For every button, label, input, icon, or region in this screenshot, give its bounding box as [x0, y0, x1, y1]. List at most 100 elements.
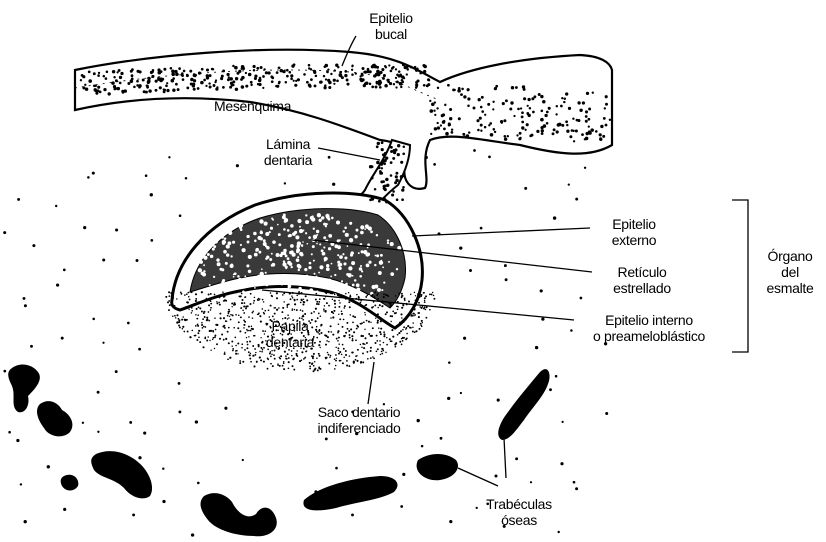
stipple-dot: [604, 107, 606, 109]
stipple-dot: [605, 95, 608, 98]
stipple-dot: [334, 303, 336, 305]
stipple-dot: [242, 248, 246, 252]
stipple-dot: [381, 348, 383, 350]
stipple-dot: [390, 242, 394, 246]
stipple-dot: [390, 174, 393, 177]
stipple-dot: [530, 481, 532, 483]
stipple-dot: [180, 291, 182, 293]
stipple-dot: [336, 79, 339, 82]
stipple-dot: [222, 291, 224, 293]
stipple-dot: [291, 266, 293, 268]
stipple-dot: [237, 275, 240, 278]
stipple-dot: [246, 341, 248, 343]
stipple-dot: [235, 345, 237, 347]
stipple-dot: [191, 307, 193, 309]
stipple-dot: [223, 250, 227, 254]
stipple-dot: [516, 134, 518, 136]
stipple-dot: [397, 334, 399, 336]
stipple-dot: [309, 366, 311, 368]
stipple-dot: [306, 81, 309, 84]
stipple-dot: [403, 77, 405, 79]
stipple-dot: [276, 297, 278, 299]
stipple-dot: [297, 289, 299, 291]
stipple-dot: [166, 82, 168, 84]
stipple-dot: [278, 67, 280, 69]
stipple-dot: [92, 318, 95, 321]
stipple-dot: [261, 351, 263, 353]
stipple-dot: [201, 272, 205, 276]
stipple-dot: [602, 135, 605, 138]
stipple-dot: [183, 331, 185, 333]
stipple-dot: [228, 225, 231, 228]
stipple-dot: [210, 300, 212, 302]
stipple-dot: [272, 365, 274, 367]
stipple-dot: [275, 85, 278, 88]
stipple-dot: [307, 243, 309, 245]
stipple-dot: [182, 328, 183, 329]
stipple-dot: [334, 306, 336, 308]
stipple-dot: [210, 309, 212, 311]
stipple-dot: [331, 217, 334, 220]
stipple-dot: [399, 322, 401, 324]
stipple-dot: [429, 309, 431, 311]
stipple-dot: [533, 95, 536, 98]
stipple-dot: [584, 138, 586, 140]
stipple-dot: [208, 320, 210, 322]
stipple-dot: [173, 305, 175, 307]
stipple-dot: [290, 298, 292, 300]
stipple-dot: [195, 325, 197, 327]
stipple-dot: [253, 300, 255, 302]
stipple-dot: [351, 73, 354, 76]
stipple-dot: [276, 309, 278, 311]
stipple-dot: [353, 362, 355, 364]
stipple-dot: [147, 81, 150, 84]
stipple-dot: [93, 72, 96, 75]
stipple-dot: [264, 275, 268, 279]
stipple-dot: [412, 330, 414, 332]
stipple-dot: [328, 279, 332, 283]
stipple-dot: [365, 314, 366, 315]
stipple-dot: [194, 303, 196, 305]
stipple-dot: [436, 107, 438, 109]
stipple-dot: [460, 93, 463, 96]
stipple-dot: [209, 284, 211, 286]
stipple-dot: [193, 79, 196, 82]
stipple-dot: [265, 298, 267, 300]
stipple-dot: [186, 293, 188, 295]
stipple-dot: [253, 232, 257, 236]
stipple-dot: [341, 313, 343, 315]
stipple-dot: [232, 350, 234, 352]
stipple-dot: [157, 68, 160, 71]
stipple-dot: [168, 300, 170, 302]
stipple-dot: [379, 331, 381, 333]
label-line: Trabéculas: [474, 496, 564, 512]
stipple-dot: [283, 301, 285, 303]
stipple-dot: [191, 310, 193, 312]
stipple-dot: [205, 85, 207, 87]
stipple-dot: [380, 328, 382, 330]
stipple-dot: [561, 97, 563, 99]
stipple-dot: [204, 337, 206, 339]
stipple-dot: [305, 214, 307, 216]
stipple-dot: [369, 70, 372, 73]
stipple-dot: [344, 74, 347, 77]
stipple-dot: [209, 298, 211, 300]
stipple-dot: [300, 309, 302, 311]
stipple-dot: [294, 309, 295, 310]
stipple-dot: [349, 334, 351, 336]
stipple-dot: [246, 347, 248, 349]
stipple-dot: [605, 412, 608, 415]
stipple-dot: [227, 358, 229, 360]
stipple-dot: [460, 392, 462, 394]
stipple-dot: [370, 357, 372, 359]
stipple-dot: [263, 242, 267, 246]
stipple-dot: [434, 101, 436, 103]
stipple-dot: [210, 303, 212, 305]
stipple-dot: [328, 354, 330, 356]
stipple-dot: [253, 65, 256, 68]
stipple-dot: [442, 113, 445, 116]
stipple-dot: [290, 74, 293, 77]
stipple-dot: [291, 295, 293, 297]
stipple-dot: [168, 291, 170, 293]
